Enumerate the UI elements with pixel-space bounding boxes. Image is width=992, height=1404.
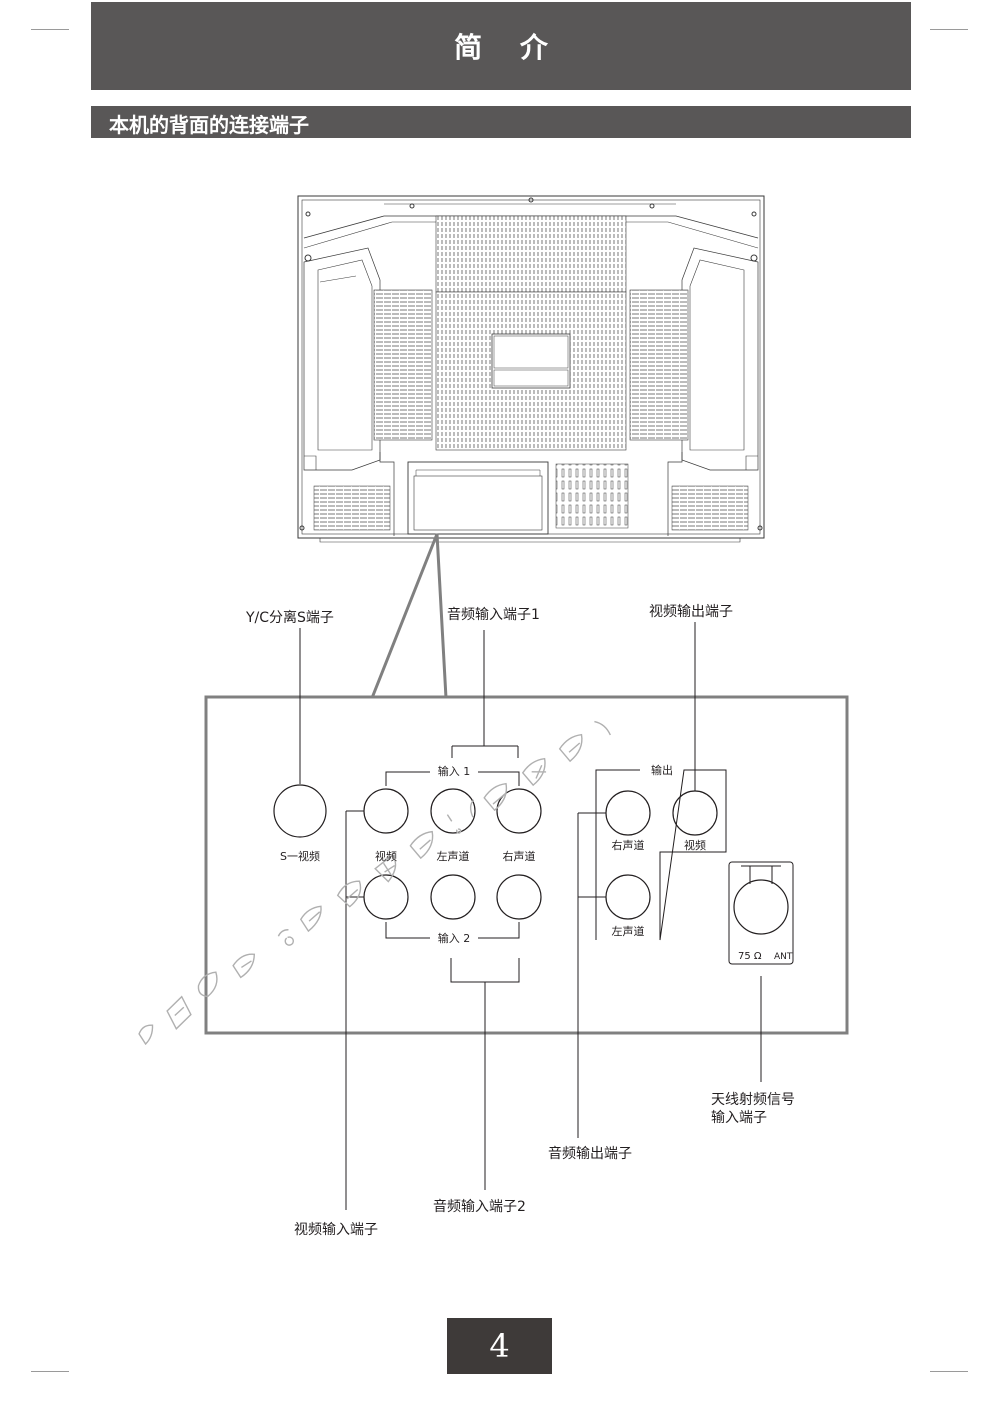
callout-video-out: 视频输出端子 (649, 604, 733, 620)
label-output-video: 视频 (684, 838, 706, 852)
connectors (273, 784, 789, 935)
header-bar: 简 介 (91, 2, 911, 90)
section-title: 本机的背面的连接端子 (109, 113, 309, 137)
output-left-jack (605, 874, 651, 920)
output-right-jack (605, 790, 651, 836)
input2-left-jack (430, 874, 476, 920)
leader-lines (299, 622, 762, 1210)
label-input2: 输入 2 (438, 931, 471, 945)
label-antenna-ohm: 75 Ω (738, 951, 762, 962)
page-title: 简 介 (454, 31, 562, 64)
callout-yc-s-terminal: Y/C分离S端子 (245, 609, 334, 626)
label-input-video: 视频 (375, 849, 397, 863)
watermark (138, 720, 611, 1046)
terminal-panel (204, 695, 849, 1035)
page-number: 4 (489, 1327, 510, 1365)
label-input-left: 左声道 (437, 849, 470, 863)
crop-mark-top-right (930, 29, 968, 30)
callout-audio-in-1: 音频输入端子1 (447, 606, 540, 623)
input2-right-jack (496, 874, 542, 920)
input2-video-jack (363, 874, 409, 920)
input1-left-jack (430, 788, 476, 834)
tv-rear-view (297, 195, 765, 543)
zoom-callout (370, 533, 448, 699)
label-input-right: 右声道 (503, 849, 536, 863)
section-bar: 本机的背面的连接端子 (91, 106, 911, 138)
input1-right-jack (496, 788, 542, 834)
crop-mark-bottom-left (31, 1371, 69, 1372)
label-antenna-ant: ANT (774, 952, 793, 962)
callout-video-in: 视频输入端子 (294, 1222, 378, 1238)
page-number-box: 4 (447, 1318, 552, 1374)
callout-antenna-line1: 天线射频信号 (711, 1092, 795, 1108)
callout-antenna-line2: 输入端子 (711, 1110, 767, 1126)
crop-mark-top-left (31, 29, 69, 30)
callout-audio-in-2: 音频输入端子2 (433, 1198, 526, 1215)
callout-audio-out: 音频输出端子 (548, 1145, 632, 1162)
label-s-video: S一视频 (280, 849, 320, 863)
label-input1: 输入 1 (438, 764, 471, 778)
label-output-left: 左声道 (612, 924, 645, 938)
input1-video-jack (363, 788, 409, 834)
label-output-right: 右声道 (612, 838, 645, 852)
group-brackets (385, 769, 794, 965)
antenna-jack (733, 879, 789, 935)
s-video-jack (273, 784, 327, 838)
label-output: 输出 (651, 763, 673, 777)
crop-mark-bottom-right (930, 1371, 968, 1372)
